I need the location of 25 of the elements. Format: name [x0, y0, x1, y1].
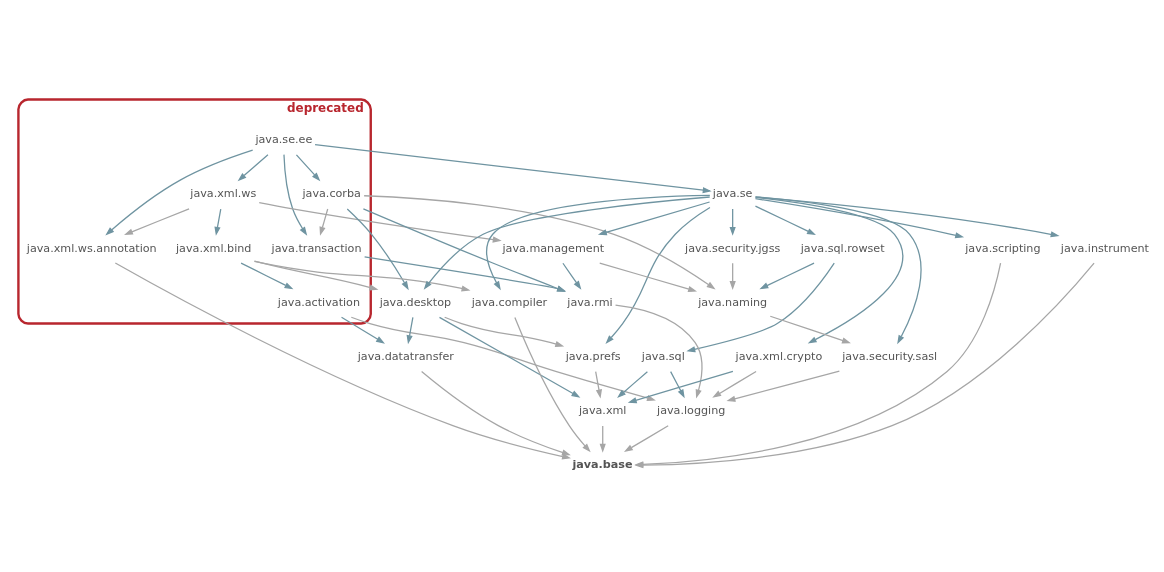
node-text: java.xml.ws.annotation: [26, 241, 157, 255]
node-text: java.xml.bind: [176, 241, 252, 255]
node-text: java.sql.rowset: [800, 241, 885, 255]
node-text: java.management: [502, 241, 605, 255]
node-text: java.rmi: [567, 295, 613, 309]
node-text: java.se.ee: [255, 132, 313, 146]
node-text: java.datatransfer: [357, 349, 454, 363]
node-text: java.sql: [641, 349, 685, 363]
node-text: java.scripting: [965, 241, 1041, 255]
node-text: java.naming: [698, 295, 768, 309]
node-text: java.security.jgss: [685, 241, 781, 255]
node-text: java.activation: [277, 295, 361, 309]
node-text: java.corba: [302, 186, 361, 200]
node-text: java.compiler: [471, 295, 548, 309]
node-text: java.desktop: [379, 295, 452, 309]
node-text: java.xml.ws: [190, 186, 257, 200]
node-text: java.prefs: [565, 349, 621, 363]
node-text: java.logging: [657, 403, 726, 417]
node-text: java.instrument: [1060, 241, 1149, 255]
node-text: java.transaction: [271, 241, 362, 255]
node-text: java.xml.crypto: [735, 349, 823, 363]
node-text: java.se: [712, 186, 753, 200]
node-text: java.security.sasl: [842, 349, 938, 363]
node-text: java.base: [572, 457, 633, 471]
node-text: java.xml: [578, 403, 627, 417]
